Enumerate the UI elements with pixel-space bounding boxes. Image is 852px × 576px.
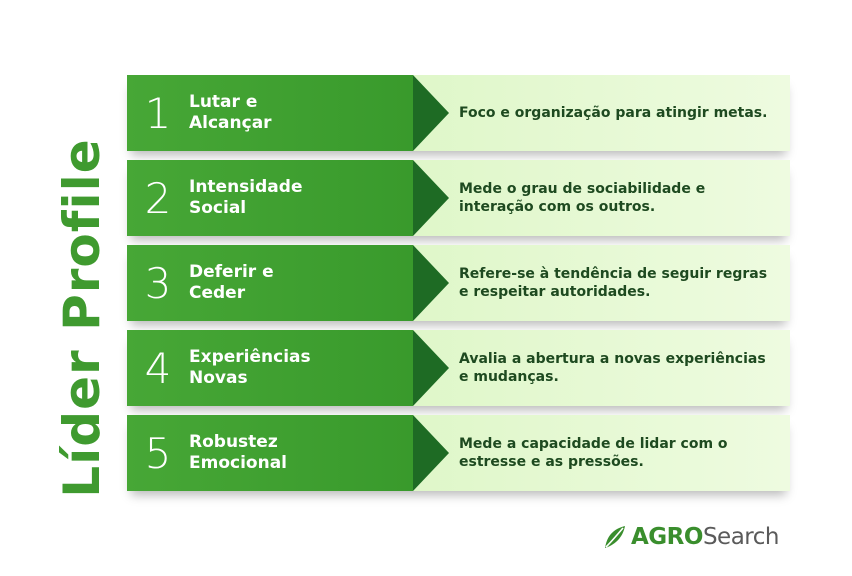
row-description: Mede a capacidade de lidar com o estress…: [459, 436, 728, 470]
row-description: Foco e organização para atingir metas.: [459, 105, 768, 121]
row-header: 5 Robustez Emocional: [127, 415, 449, 491]
row-number: 3: [144, 258, 172, 308]
row-label: Lutar e Alcançar: [189, 92, 349, 134]
row-label: Deferir e Ceder: [189, 262, 349, 304]
row-label-line2: Social: [189, 198, 247, 218]
row-body: Avalia a abertura a novas experiências e…: [413, 330, 790, 406]
row-header: 2 Intensidade Social: [127, 160, 449, 236]
row-description: Mede o grau de sociabilidade e interação…: [459, 181, 706, 215]
arrow-icon: [413, 415, 449, 491]
row-body: Refere-se à tendência de seguir regras e…: [413, 245, 790, 321]
logo-text-search: Search: [702, 524, 780, 550]
row-number: 5: [144, 428, 172, 478]
row-header: 1 Lutar e Alcançar: [127, 75, 449, 151]
row-body: Mede a capacidade de lidar com o estress…: [413, 415, 790, 491]
arrow-icon: [413, 75, 449, 151]
agrosearch-logo: AGRO Search: [603, 524, 779, 550]
row-label-line1: Intensidade: [189, 177, 303, 197]
profile-row-1: 1 Lutar e Alcançar Foco e organização pa…: [127, 75, 790, 151]
profile-row-5: 5 Robustez Emocional Mede a capacidade d…: [127, 415, 790, 491]
row-label-line2: Emocional: [189, 453, 287, 473]
row-description: Refere-se à tendência de seguir regras e…: [459, 266, 768, 300]
profile-row-4: 4 Experiências Novas Avalia a abertura a…: [127, 330, 790, 406]
arrow-icon: [413, 160, 449, 236]
row-label-line2: Ceder: [189, 283, 246, 303]
vertical-title: Líder Profile: [53, 138, 111, 498]
arrow-icon: [413, 330, 449, 406]
row-label-line1: Deferir e: [189, 262, 274, 282]
row-body: Mede o grau de sociabilidade e interação…: [413, 160, 790, 236]
row-label: Experiências Novas: [189, 347, 349, 389]
row-label-line2: Alcançar: [189, 113, 272, 133]
row-label-line1: Lutar e: [189, 92, 258, 112]
row-header: 3 Deferir e Ceder: [127, 245, 449, 321]
row-label-line1: Robustez: [189, 432, 278, 452]
row-number: 1: [144, 88, 172, 138]
row-number: 2: [144, 173, 172, 223]
profile-row-3: 3 Deferir e Ceder Refere-se à tendência …: [127, 245, 790, 321]
row-number: 4: [144, 343, 172, 393]
row-description: Avalia a abertura a novas experiências e…: [459, 351, 766, 385]
row-header: 4 Experiências Novas: [127, 330, 449, 406]
row-label-line2: Novas: [189, 368, 248, 388]
logo-text-agro: AGRO: [631, 524, 703, 550]
row-label: Robustez Emocional: [189, 432, 349, 474]
profile-row-2: 2 Intensidade Social Mede o grau de soci…: [127, 160, 790, 236]
arrow-icon: [413, 245, 449, 321]
row-label-line1: Experiências: [189, 347, 311, 367]
row-label: Intensidade Social: [189, 177, 349, 219]
profile-list: 1 Lutar e Alcançar Foco e organização pa…: [127, 75, 790, 491]
leaf-logo-icon: [605, 526, 625, 548]
row-body: Foco e organização para atingir metas.: [413, 75, 790, 151]
